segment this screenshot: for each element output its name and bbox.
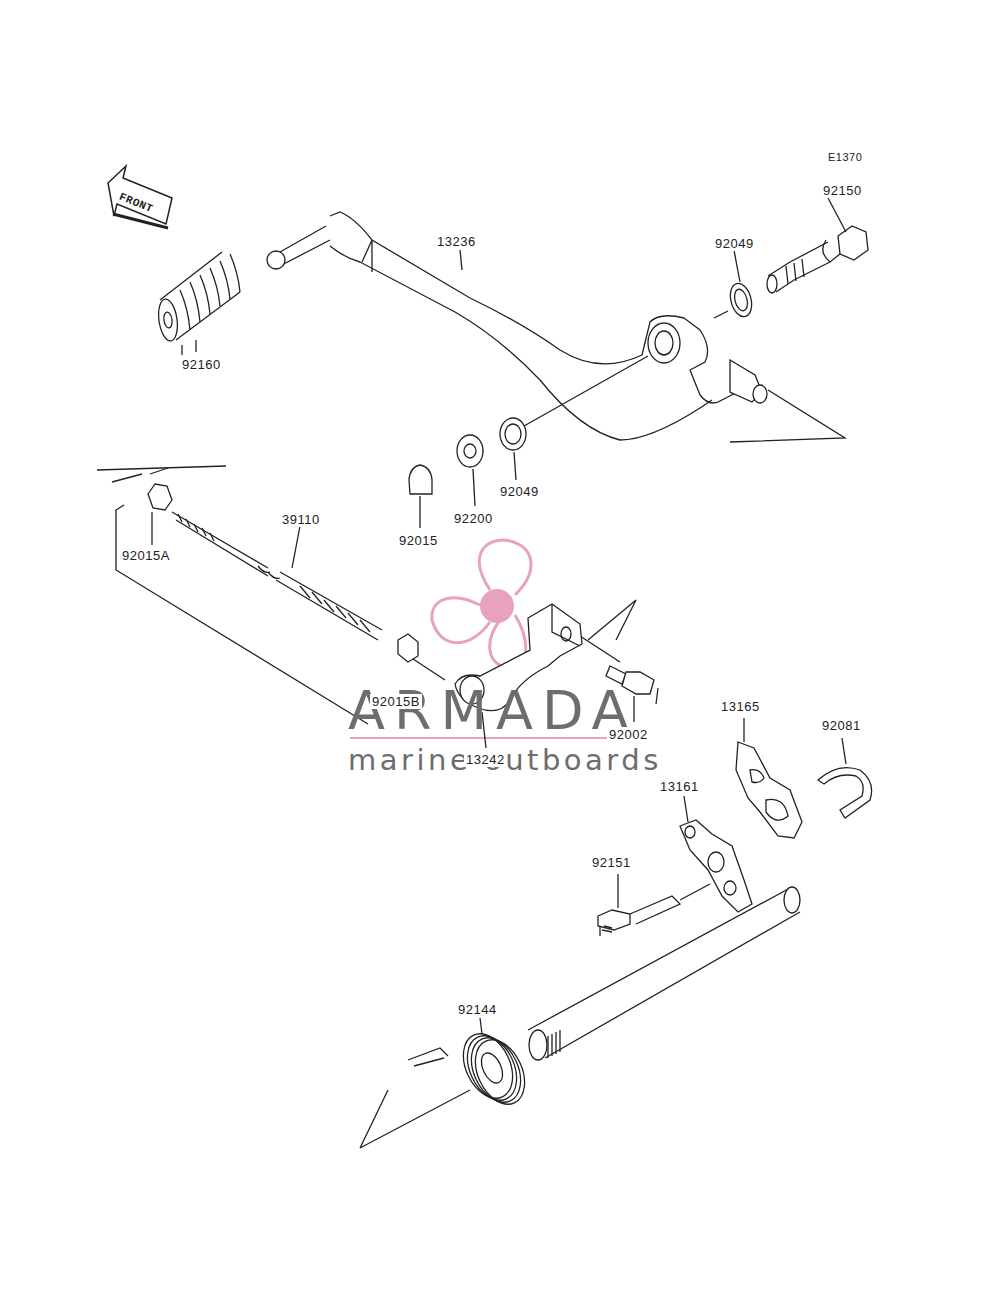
washer xyxy=(500,418,526,450)
washer xyxy=(727,281,755,319)
centre-line xyxy=(714,311,728,318)
watermark: ARMADA xyxy=(348,684,638,738)
leader-lines xyxy=(152,250,658,704)
callout-number: 92049 xyxy=(498,484,541,499)
watermark-propeller xyxy=(432,540,531,668)
cap-nut xyxy=(409,465,432,494)
callout-number: 13165 xyxy=(719,699,762,714)
leader-line xyxy=(473,469,475,506)
tie-rod xyxy=(148,484,418,662)
callout-number: 92151 xyxy=(590,855,633,870)
washer-hole xyxy=(464,444,476,458)
shift-pedal xyxy=(267,212,767,440)
callout-number: 39110 xyxy=(280,512,322,527)
callout-number: 92081 xyxy=(820,718,863,733)
pivot-bolt xyxy=(767,198,868,293)
callout-number: 92200 xyxy=(452,511,495,526)
callout-number: 92144 xyxy=(456,1002,499,1017)
callout-number: 92015A xyxy=(120,548,172,563)
return-spring xyxy=(408,1018,534,1112)
callout-number: 13236 xyxy=(435,234,478,249)
callout-number: 13242 xyxy=(464,752,507,767)
callout-number: 13161 xyxy=(658,779,701,794)
shift-shaft xyxy=(528,796,800,1060)
callout-number: 92015 xyxy=(397,533,440,548)
leader-line xyxy=(419,496,420,528)
drawing-code: E1370 xyxy=(826,151,864,164)
clip xyxy=(818,738,872,818)
centre-line xyxy=(524,356,648,426)
callout-number: 92049 xyxy=(713,236,756,251)
callout-number: 92160 xyxy=(180,357,223,372)
callout-number: 92150 xyxy=(821,183,864,198)
leader-line xyxy=(514,452,516,480)
washer-hole xyxy=(732,288,749,312)
assembly-lines xyxy=(97,390,845,1148)
guide-plate xyxy=(736,718,802,838)
stud-bolt xyxy=(598,874,710,936)
shift-rubber xyxy=(156,252,240,355)
washer-hole xyxy=(505,424,521,444)
callout-number: 92002 xyxy=(607,727,650,742)
leader-line xyxy=(734,250,740,282)
washer xyxy=(457,435,483,467)
arrow-shadow xyxy=(113,214,168,228)
callout-number: 92015B xyxy=(370,694,422,709)
